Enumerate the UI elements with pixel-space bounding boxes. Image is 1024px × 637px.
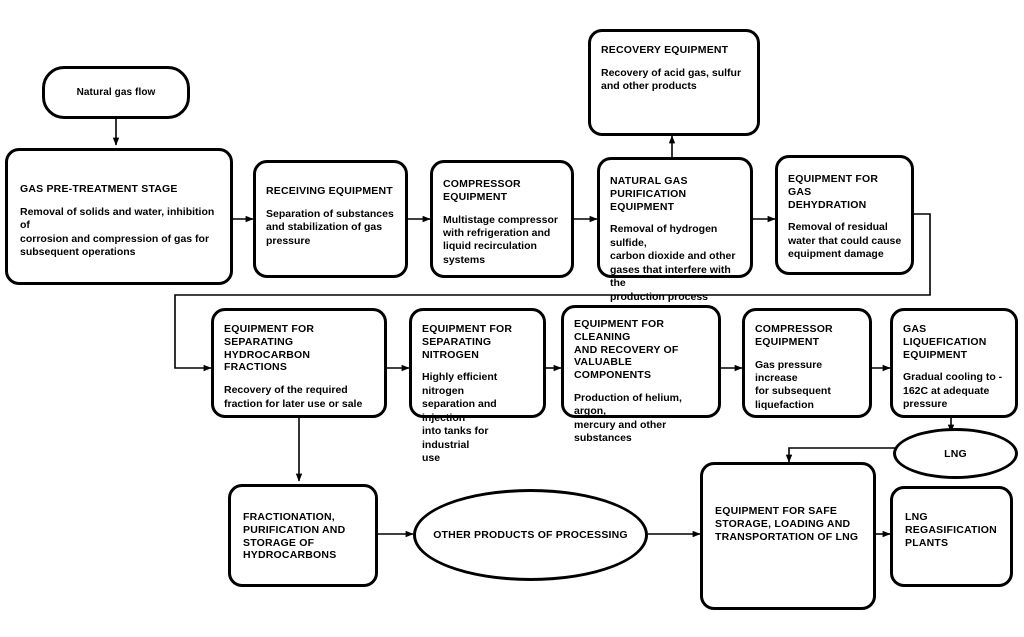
node-gas-liquefication-equipment-title: GAS LIQUEFICATION EQUIPMENT: [903, 323, 987, 361]
node-gas-pre-treatment-stage[interactable]: GAS PRE-TREATMENT STAGE Removal of solid…: [5, 148, 233, 285]
node-recovery-equipment-body: Recovery of acid gas, sulfur and other p…: [601, 66, 742, 93]
node-compressor-equipment-2[interactable]: COMPRESSOR EQUIPMENT Gas pressure increa…: [742, 308, 872, 418]
node-natural-gas-flow[interactable]: Natural gas flow: [42, 66, 190, 119]
node-equipment-for-cleaning-and-recovery-title: EQUIPMENT FOR CLEANING AND RECOVERY OF V…: [574, 318, 679, 382]
node-gas-liquefication-equipment[interactable]: GAS LIQUEFICATION EQUIPMENT Gradual cool…: [890, 308, 1018, 418]
node-gas-pre-treatment-stage-title: GAS PRE-TREATMENT STAGE: [20, 183, 178, 195]
node-equipment-for-gas-dehydration-title: EQUIPMENT FOR GAS DEHYDRATION: [788, 173, 879, 211]
node-natural-gas-purification-equipment-body: Removal of hydrogen sulfide, carbon diox…: [610, 223, 736, 303]
node-equipment-for-separating-nitrogen-title: EQUIPMENT FOR SEPARATING NITROGEN: [422, 323, 513, 361]
node-equipment-for-cleaning-and-recovery-body: Production of helium, argon, mercury and…: [574, 391, 682, 445]
node-fractionation-purification-storage-title: FRACTIONATION, PURIFICATION AND STORAGE …: [243, 511, 346, 562]
node-lng-regasification-plants[interactable]: LNG REGASIFICATION PLANTS: [890, 486, 1013, 587]
node-gas-liquefication-equipment-body: Gradual cooling to - 162C at adequate pr…: [903, 371, 1003, 411]
node-equipment-for-cleaning-and-recovery[interactable]: EQUIPMENT FOR CLEANING AND RECOVERY OF V…: [561, 305, 721, 444]
node-lng-label: LNG: [944, 447, 967, 460]
node-compressor-equipment-1-title: COMPRESSOR EQUIPMENT: [443, 178, 521, 203]
node-receiving-equipment[interactable]: RECEIVING EQUIPMENT Separation of substa…: [253, 160, 408, 278]
node-equipment-for-separating-hydrocarbon-fractions[interactable]: EQUIPMENT FOR SEPARATING HYDROCARBON FRA…: [211, 308, 387, 418]
node-receiving-equipment-title: RECEIVING EQUIPMENT: [266, 185, 393, 197]
node-gas-pre-treatment-stage-body: Removal of solids and water, inhibition …: [20, 205, 215, 259]
node-equipment-for-separating-hydrocarbon-fractions-title: EQUIPMENT FOR SEPARATING HYDROCARBON FRA…: [224, 323, 315, 374]
node-equipment-for-separating-nitrogen[interactable]: EQUIPMENT FOR SEPARATING NITROGEN Highly…: [409, 308, 546, 464]
node-natural-gas-purification-equipment-title: NATURAL GAS PURIFICATION EQUIPMENT: [610, 175, 688, 213]
node-compressor-equipment-1-body: Multistage compressor with refrigeration…: [443, 213, 558, 266]
node-recovery-equipment[interactable]: RECOVERY EQUIPMENT Recovery of acid gas,…: [588, 29, 760, 136]
node-equipment-for-separating-hydrocarbon-fractions-body: Recovery of the required fraction for la…: [224, 384, 363, 410]
node-fractionation-purification-storage[interactable]: FRACTIONATION, PURIFICATION AND STORAGE …: [228, 484, 378, 587]
node-equipment-for-safe-storage-title: EQUIPMENT FOR SAFE STORAGE, LOADING AND …: [715, 505, 859, 543]
node-equipment-for-gas-dehydration[interactable]: EQUIPMENT FOR GAS DEHYDRATION Removal of…: [775, 155, 914, 275]
node-lng-regasification-plants-title: LNG REGASIFICATION PLANTS: [905, 511, 997, 549]
node-natural-gas-flow-label: Natural gas flow: [76, 87, 156, 98]
node-compressor-equipment-1[interactable]: COMPRESSOR EQUIPMENT Multistage compress…: [430, 160, 574, 278]
node-receiving-equipment-body: Separation of substances and stabilizati…: [266, 207, 394, 247]
node-compressor-equipment-2-title: COMPRESSOR EQUIPMENT: [755, 323, 833, 348]
node-equipment-for-safe-storage[interactable]: EQUIPMENT FOR SAFE STORAGE, LOADING AND …: [700, 462, 876, 610]
node-lng[interactable]: LNG: [893, 428, 1018, 479]
node-other-products-of-processing[interactable]: OTHER PRODUCTS OF PROCESSING: [413, 489, 648, 581]
edge-lng-to-safestorage: [785, 447, 895, 463]
node-equipment-for-gas-dehydration-body: Removal of residual water that could cau…: [788, 221, 902, 261]
node-equipment-for-separating-nitrogen-body: Highly efficient nitrogen separation and…: [422, 371, 498, 465]
node-other-products-of-processing-label: OTHER PRODUCTS OF PROCESSING: [433, 529, 628, 541]
node-recovery-equipment-title: RECOVERY EQUIPMENT: [601, 44, 729, 56]
node-natural-gas-purification-equipment[interactable]: NATURAL GAS PURIFICATION EQUIPMENT Remov…: [597, 157, 753, 303]
node-compressor-equipment-2-body: Gas pressure increase for subsequent liq…: [755, 358, 831, 411]
